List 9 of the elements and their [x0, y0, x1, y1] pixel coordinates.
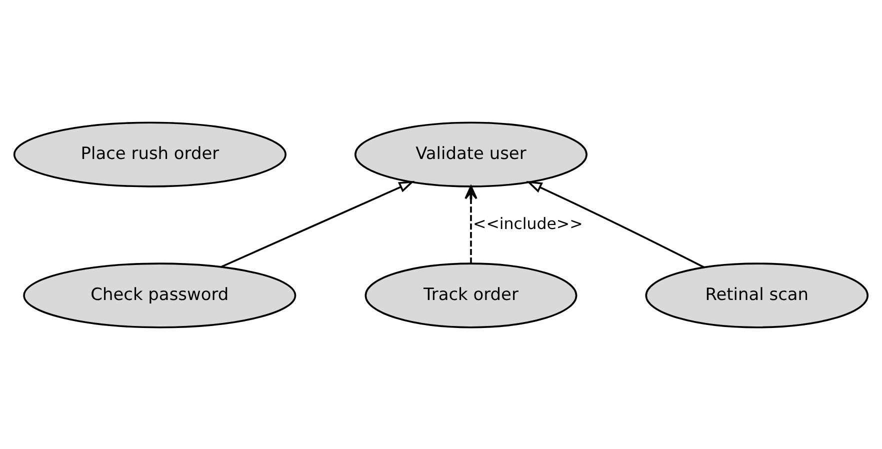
node-ellipse: Place rush order	[13, 121, 286, 187]
edge-label: <<include>>	[473, 214, 583, 233]
arrow	[526, 180, 705, 268]
node-ellipse: Check password	[23, 262, 296, 328]
arrow	[464, 185, 478, 263]
node-ellipse: Retinal scan	[645, 262, 869, 328]
arrow	[220, 180, 415, 268]
node-ellipse: Track order	[364, 262, 578, 328]
node-ellipse: Validate user	[354, 121, 588, 187]
